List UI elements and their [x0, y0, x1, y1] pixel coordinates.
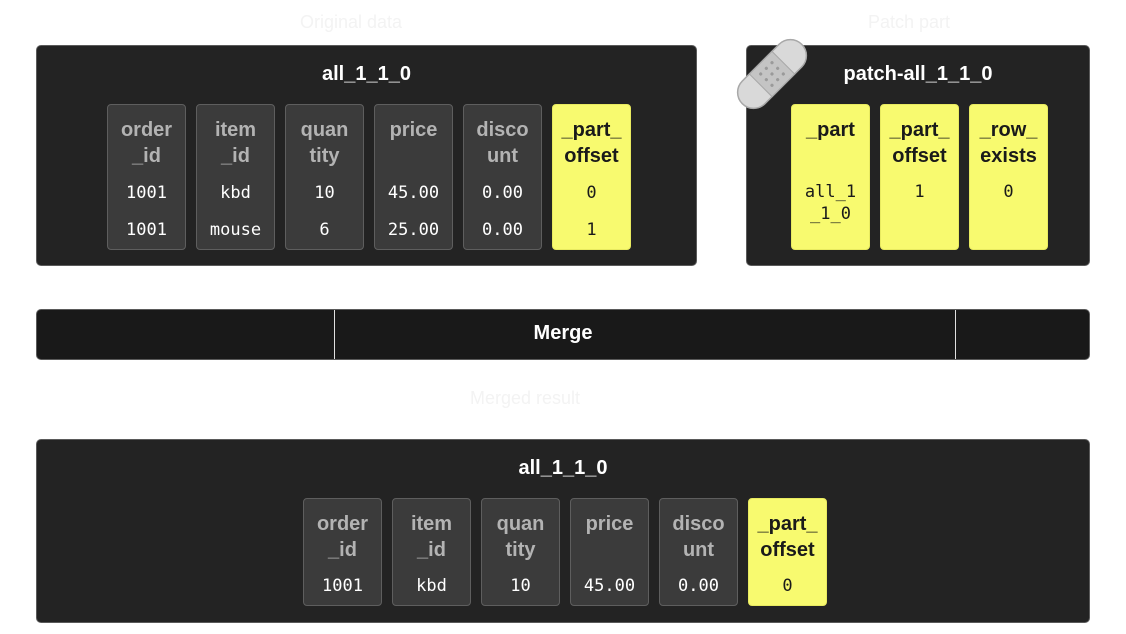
result-column-discount: disco unt 0.00	[659, 498, 738, 606]
result-column-part-offset: _part_ offset 0	[748, 498, 827, 606]
column-header: _part_ offset	[889, 119, 950, 167]
column-cell: 1001	[126, 220, 167, 241]
column-cell: 6	[319, 220, 330, 241]
column-cell: 45.00	[387, 182, 440, 203]
original-part-title: all_1_1_0	[322, 63, 411, 85]
patch-column-part-offset: _part_ offset 1	[880, 104, 959, 250]
column-cell: kbd	[416, 576, 447, 597]
column-header: price	[585, 513, 634, 535]
result-column-quantity: quan tity 10	[481, 498, 560, 606]
column-cell: mouse	[209, 220, 262, 241]
column-header: order _id	[316, 513, 369, 561]
patch-column-row-exists: _row_ exists 0	[969, 104, 1048, 250]
merge-bar: Merge	[36, 309, 1090, 360]
column-cell: 25.00	[387, 220, 440, 241]
column-cell: 0.00	[678, 576, 719, 597]
original-column-order-id: order _id 1001 1001	[107, 104, 186, 250]
column-cell: 1001	[126, 182, 167, 203]
column-cell: 0.00	[482, 220, 523, 241]
column-cell: 0	[782, 576, 793, 597]
merge-divider-left	[334, 310, 335, 359]
column-header: order _id	[120, 119, 173, 167]
result-column-order-id: order _id 1001	[303, 498, 382, 606]
patch-part-panel: patch-all_1_1_0 _part all_1 _1_0 _part_ of…	[746, 45, 1090, 266]
merge-divider-right	[955, 310, 956, 359]
result-part-title: all_1_1_0	[518, 457, 608, 479]
column-cell: 10	[314, 182, 335, 203]
caption-merged: Merged result	[470, 388, 581, 408]
patch-part-columns: _part all_1 _1_0 _part_ offset 1 _row_ exist…	[791, 104, 1048, 250]
column-cell: 1	[914, 182, 925, 202]
original-column-discount: disco unt 0.00 0.00	[463, 104, 542, 250]
column-header: quan tity	[300, 119, 349, 167]
column-cell: 0	[1003, 182, 1014, 202]
result-column-price: price 45.00	[570, 498, 649, 606]
column-cell: 10	[510, 576, 531, 597]
original-column-part-offset: _part_ offset 0 1	[552, 104, 631, 250]
caption-original: Original data	[300, 12, 403, 32]
column-header: disco unt	[476, 119, 529, 167]
column-header: item _id	[214, 119, 257, 167]
column-header: _part	[806, 119, 855, 141]
merge-label: Merge	[533, 322, 593, 344]
column-header: quan tity	[496, 513, 545, 561]
caption-patch: Patch part	[868, 12, 951, 32]
column-cell: 0	[586, 182, 597, 203]
original-column-price: price 45.00 25.00	[374, 104, 453, 250]
column-header: item _id	[410, 513, 453, 561]
original-column-quantity: quan tity 10 6	[285, 104, 364, 250]
column-header: price	[389, 119, 438, 141]
column-header: _part_ offset	[561, 119, 622, 167]
column-header: _row_ exists	[979, 119, 1038, 167]
column-header: disco unt	[672, 513, 725, 561]
bandage-icon	[736, 38, 808, 110]
column-cell: all_1 _1_0	[804, 182, 857, 224]
column-cell: 45.00	[583, 576, 636, 597]
column-cell: 1	[586, 220, 597, 241]
column-cell: kbd	[220, 182, 251, 203]
column-cell: 1001	[322, 576, 363, 597]
patch-column-part: _part all_1 _1_0	[791, 104, 870, 250]
patch-part-title: patch-all_1_1_0	[843, 63, 993, 85]
column-cell: 0.00	[482, 182, 523, 203]
column-header: _part_ offset	[757, 513, 818, 561]
